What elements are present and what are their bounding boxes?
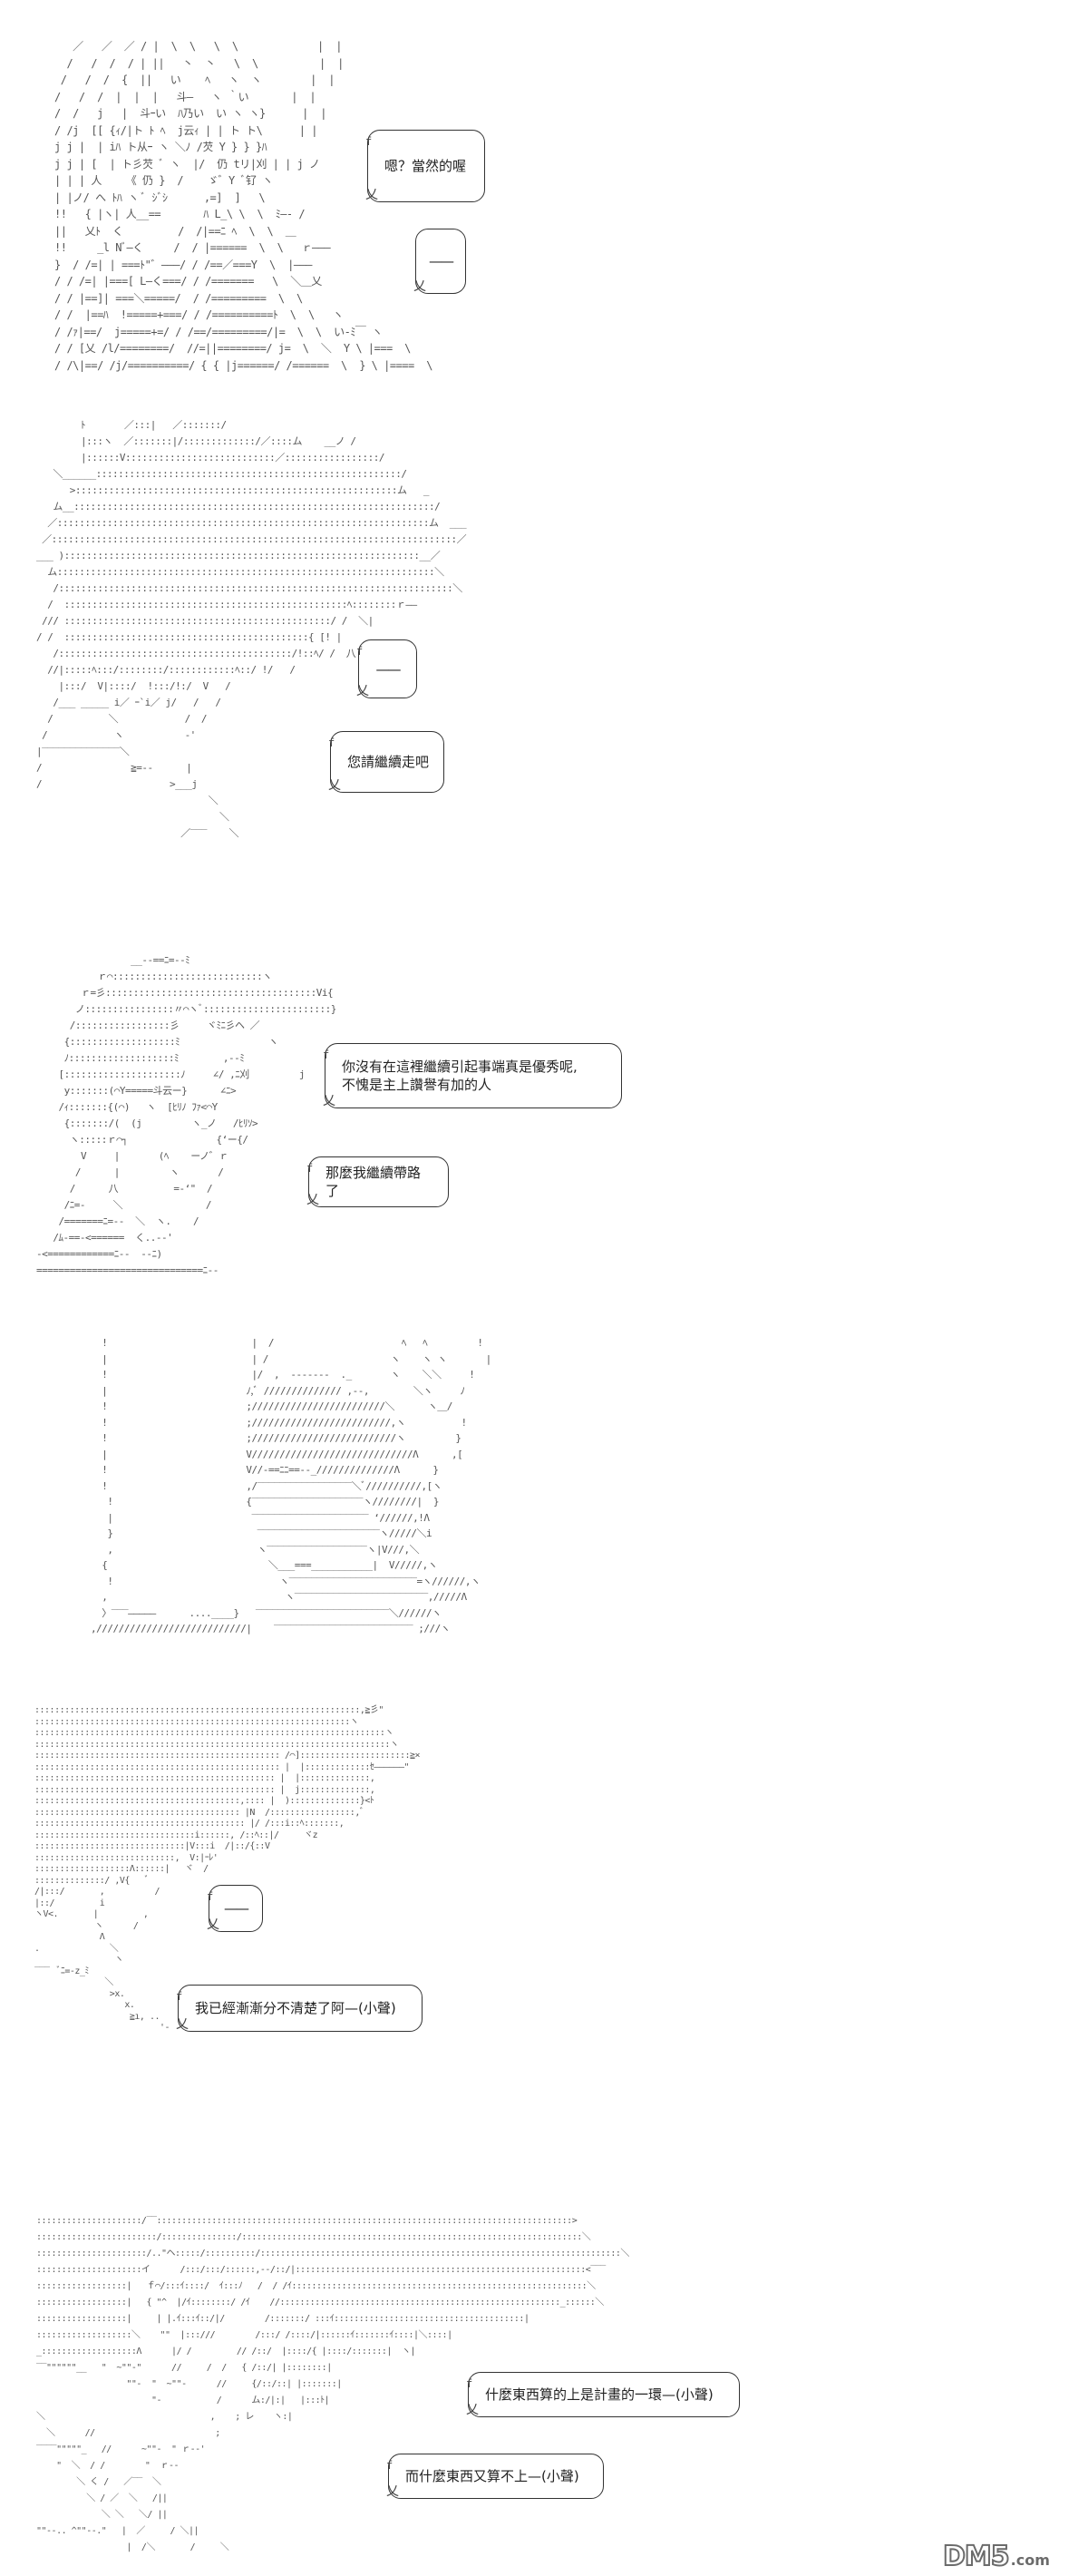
dialogue-text: ——: [224, 1900, 249, 1917]
speech-bubble: f 您請繼續走吧 乂: [328, 731, 444, 793]
bubble-tail-icon: 乂: [306, 1193, 319, 1207]
bubble-mark-icon: f: [306, 1162, 314, 1175]
bubble-tail-icon: 乂: [365, 188, 378, 202]
speech-bubble-silence: f —— 乂: [356, 639, 417, 698]
panel-6: :::::::::::::::::::::/‾‾::::::::::::::::…: [0, 2204, 1088, 2576]
ascii-art-character-smiling: ／ ／ ／ / | \ \ \ \ | | / / / / | || 丶 丶 \…: [54, 40, 432, 372]
dialogue-text: 我已經漸漸分不清楚了阿—(小聲): [195, 2000, 396, 2016]
dialogue-text: 您請繼續走吧: [347, 754, 430, 770]
bubble-tail-icon: 乂: [413, 279, 426, 294]
speech-bubble: f 什麼東西算的上是計畫的一環—(小聲) 乂: [466, 2372, 740, 2417]
bubble-tail-icon: 乂: [386, 2484, 399, 2499]
bubble-mark-icon: f: [365, 135, 373, 148]
bubble-mark-icon: f: [328, 737, 335, 749]
speech-bubble-silence: —— 乂: [413, 229, 466, 294]
bubble-mark-icon: f: [466, 2377, 473, 2390]
speech-bubble-silence: f —— 乂: [207, 1885, 263, 1932]
ascii-art-character-bowing: ﾄ ／:::| ／:::::::/ |:::ヽ ／:::::::|/::::::…: [36, 419, 467, 839]
bubble-mark-icon: f: [323, 1049, 330, 1061]
speech-bubble: f 我已經漸漸分不清楚了阿—(小聲) 乂: [176, 1985, 423, 2032]
speech-bubble-long: f 你沒有在這裡繼續引起事端真是優秀呢, 不愧是主上讚譽有加的人 乂: [323, 1043, 622, 1108]
dialogue-text: ——: [375, 660, 402, 678]
panel-2: ﾄ ／:::| ／:::::::/ |:::ヽ ／:::::::|/::::::…: [0, 399, 1088, 907]
bubble-mark-icon: f: [207, 1890, 214, 1903]
ascii-art-character-covering-face: ::::::::::::::::::::::::::::::::::::::::…: [34, 1705, 421, 2033]
watermark-brand: DM5: [942, 2541, 1011, 2573]
dialogue-text: 那麼我繼續帶路了: [325, 1165, 422, 1199]
bubble-mark-icon: f: [386, 2459, 393, 2472]
bubble-tail-icon: 乂: [323, 1094, 335, 1108]
dialogue-text: 什麼東西算的上是計畫的一環—(小聲): [485, 2386, 714, 2403]
panel-3: __--==ﾆ=--ﾐ ｒ⌒::::::::::::::::::::::::::…: [0, 934, 1088, 1297]
bubble-mark-icon: f: [176, 1990, 183, 2003]
bubble-tail-icon: 乂: [176, 2017, 189, 2032]
dialogue-text: 而什麼東西又算不上—(小聲): [405, 2468, 579, 2484]
dialogue-line-1: 你沒有在這裡繼續引起事端真是優秀呢,: [342, 1059, 578, 1075]
panel-5: ::::::::::::::::::::::::::::::::::::::::…: [0, 1687, 1088, 2068]
panel-1: ／ ／ ／ / | \ \ \ \ | | / / / / | || 丶 丶 \…: [0, 0, 1088, 390]
ascii-art-character-pointing: __--==ﾆ=--ﾐ ｒ⌒::::::::::::::::::::::::::…: [36, 954, 336, 1276]
ascii-art-hooded-figure: ! | / ﾍ ﾍ ! | | / ヽ ヽ ヽ | ! |/ , ‐‐‐‐‐‐‐…: [91, 1337, 491, 1634]
speech-bubble: f 嗯？當然的喔 乂: [365, 130, 485, 202]
speech-bubble: f 而什麼東西又算不上—(小聲) 乂: [386, 2454, 604, 2499]
dialogue-line-2: 不愧是主上讚譽有加的人: [342, 1077, 492, 1093]
bubble-tail-icon: 乂: [466, 2403, 479, 2417]
dm5-watermark-logo: DM5 .com: [942, 2529, 1079, 2573]
bubble-tail-icon: 乂: [207, 1917, 219, 1932]
speech-bubble: f 那麼我繼續帶路了 乂: [306, 1156, 449, 1207]
panel-4: ! | / ﾍ ﾍ ! | | / ヽ ヽ ヽ | ! |/ , ‐‐‐‐‐‐‐…: [0, 1324, 1088, 1669]
dialogue-text: 嗯？當然的喔: [384, 158, 467, 174]
watermark-suffix: .com: [1010, 2552, 1050, 2569]
bubble-mark-icon: f: [356, 645, 364, 658]
ascii-art-character-looking-down: :::::::::::::::::::::/‾‾::::::::::::::::…: [36, 2216, 629, 2552]
bubble-tail-icon: 乂: [328, 778, 341, 793]
dialogue-text: ——: [429, 253, 454, 269]
bubble-tail-icon: 乂: [356, 684, 369, 698]
